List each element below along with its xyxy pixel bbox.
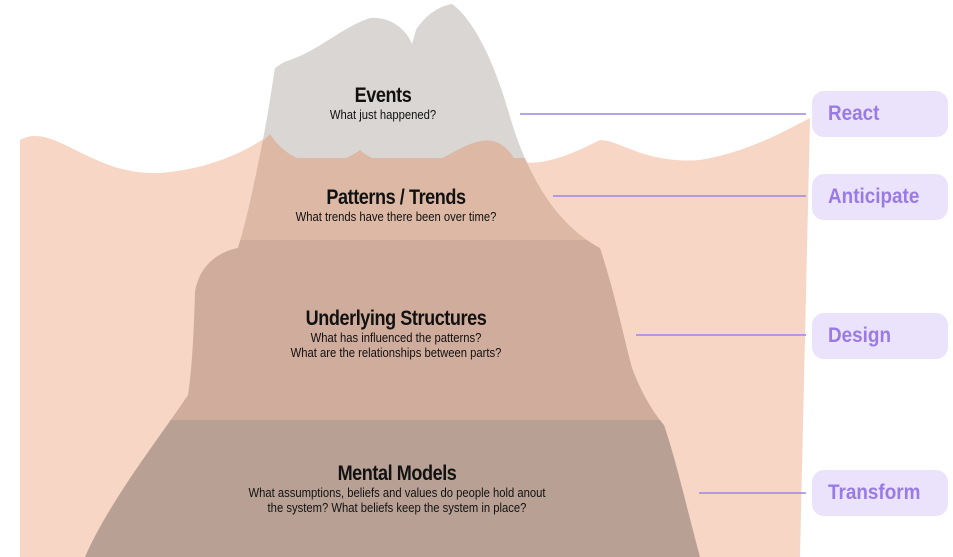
level-models: Mental Models What assumptions, beliefs …: [232, 462, 562, 516]
level-question: the system? What beliefs keep the system…: [267, 501, 527, 515]
action-react: React: [812, 91, 948, 137]
level-question: What has influenced the patterns?: [310, 331, 482, 345]
level-title: Events: [354, 84, 412, 107]
action-label: React: [828, 102, 880, 125]
action-label: Anticipate: [828, 185, 920, 208]
action-label: Design: [828, 324, 892, 347]
action-anticipate: Anticipate: [812, 174, 948, 220]
level-question: What are the relationships between parts…: [290, 346, 502, 360]
action-transform: Transform: [812, 470, 948, 516]
level-events: Events What just happened?: [324, 84, 442, 123]
band-models: [85, 420, 700, 557]
level-title: Mental Models: [337, 462, 457, 485]
level-title: Patterns / Trends: [326, 186, 466, 209]
level-title: Underlying Structures: [305, 307, 487, 330]
level-question: What just happened?: [329, 108, 437, 122]
level-patterns: Patterns / Trends What trends have there…: [284, 186, 507, 225]
action-label: Transform: [828, 481, 921, 504]
level-question: What trends have there been over time?: [295, 210, 497, 224]
level-question: What assumptions, beliefs and values do …: [248, 486, 546, 500]
action-design: Design: [812, 313, 948, 359]
level-structures: Underlying Structures What has influence…: [279, 307, 513, 361]
